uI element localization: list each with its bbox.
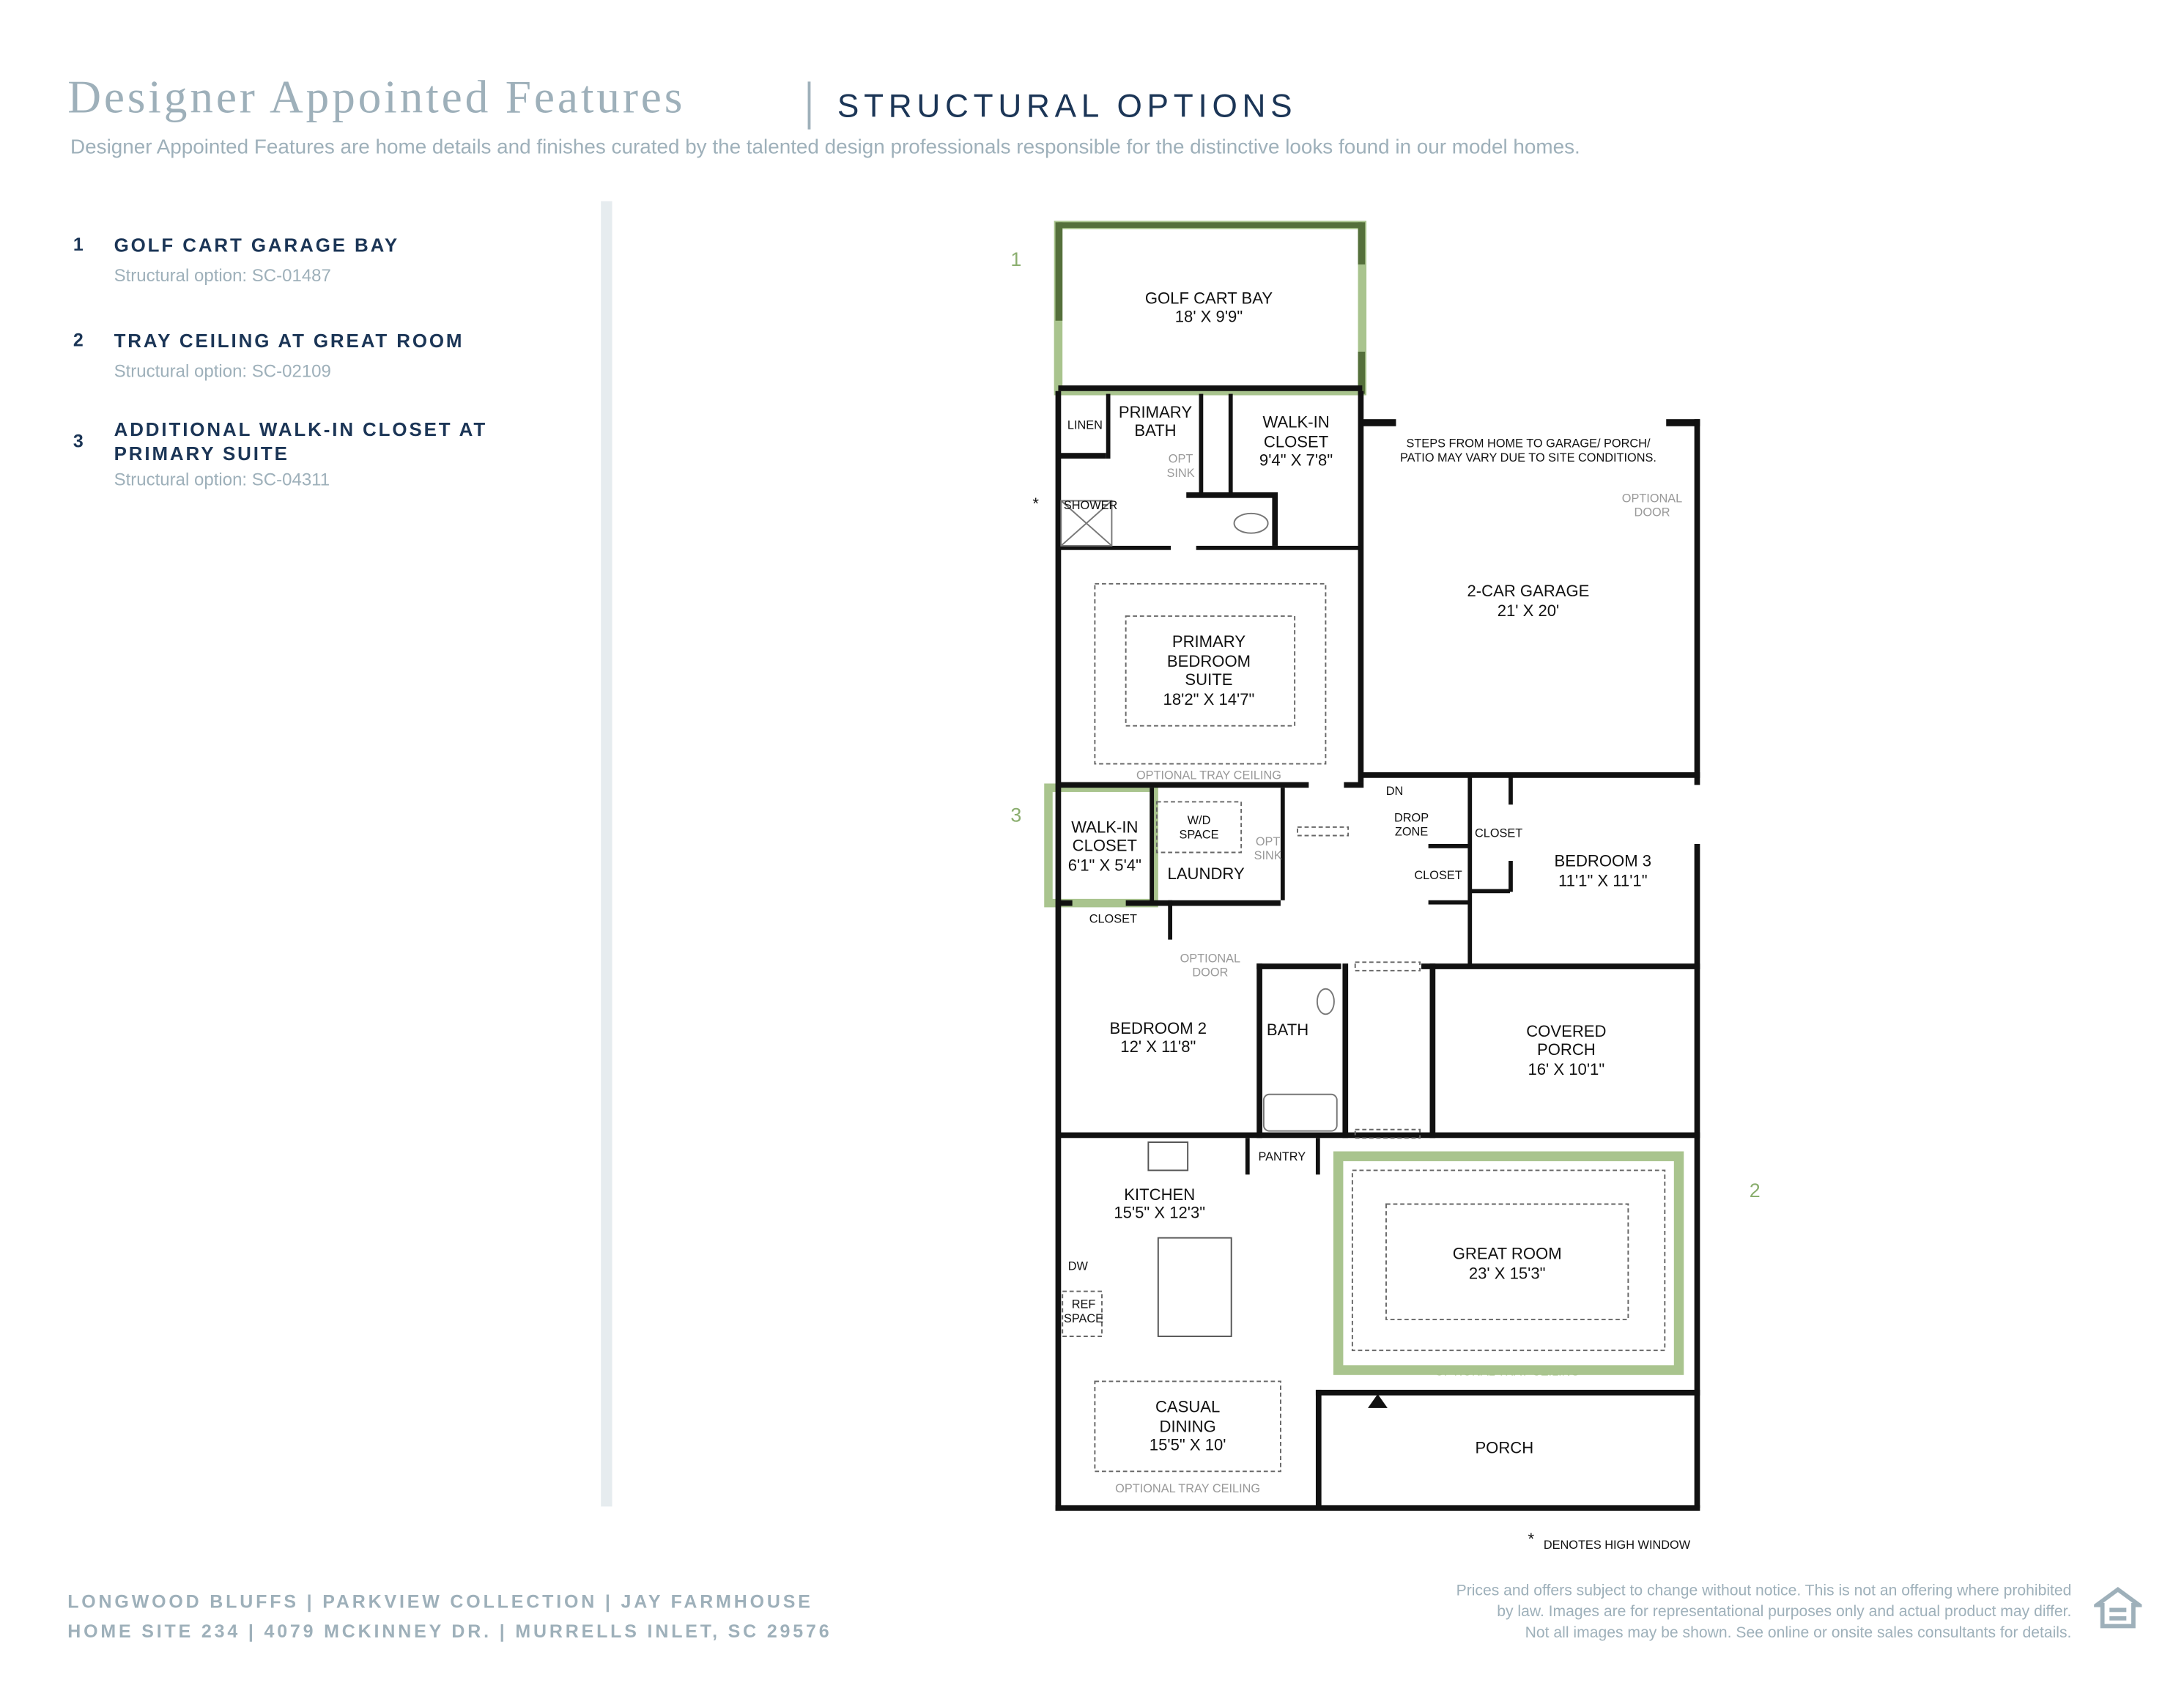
entry-arrow-icon (1368, 1393, 1388, 1408)
option-number: 2 (73, 329, 84, 351)
room-label: BATH (1267, 1021, 1308, 1039)
room-label: SINK (1167, 467, 1195, 480)
room-dimensions: 21' X 20' (1498, 601, 1560, 620)
room-label: 2-CAR GARAGE (1467, 582, 1590, 600)
tray-ceiling-label: OPTIONAL TRAY CEILING (1115, 1482, 1260, 1495)
room-label: DOOR (1192, 966, 1228, 979)
room-label: COVERED (1526, 1022, 1606, 1040)
room-dimensions: 18'2" X 14'7" (1163, 690, 1255, 708)
room-dimensions: 12' X 11'8" (1120, 1037, 1196, 1056)
option-marker-2: 2 (1750, 1180, 1761, 1202)
room-label: DOOR (1635, 506, 1670, 519)
room-label: SUITE (1185, 670, 1232, 689)
site-note: PATIO MAY VARY DUE TO SITE CONDITIONS. (1400, 451, 1656, 464)
bathtub-icon (1262, 1093, 1338, 1132)
room-label: SPACE (1179, 828, 1218, 841)
page-title: Designer Appointed Features (67, 73, 686, 124)
toilet-icon (1233, 512, 1269, 534)
appliance-label: REF (1072, 1298, 1096, 1311)
room-labels: GOLF CART BAY 18' X 9'9" PRIMARY BATH LI… (1010, 248, 1760, 1552)
equal-housing-logo-icon (2090, 1587, 2146, 1637)
room-label: SHOWER (1064, 499, 1118, 512)
address-line: HOME SITE 234 | 4079 MCKINNEY DR. | MURR… (67, 1620, 832, 1642)
cooktop (1147, 1141, 1189, 1171)
room-dimensions: 9'4" X 7'8" (1259, 451, 1333, 470)
kitchen-island (1157, 1237, 1232, 1337)
room-label: CLOSET (1475, 826, 1522, 840)
room-label: BEDROOM 3 (1555, 852, 1652, 870)
page-subtitle: STRUCTURAL OPTIONS (837, 87, 1298, 124)
room-label: OPT (1169, 453, 1193, 466)
divider-bar (601, 201, 612, 1507)
room-label: LAUNDRY (1168, 865, 1245, 883)
option-number: 3 (73, 430, 84, 452)
room-label: GOLF CART BAY (1145, 289, 1273, 308)
page-description: Designer Appointed Features are home det… (70, 136, 1580, 159)
room-label: CLOSET (1414, 869, 1462, 882)
room-label: GREAT ROOM (1453, 1244, 1562, 1262)
room-label: OPTIONAL (1622, 492, 1683, 505)
appliance-label: SPACE (1064, 1312, 1103, 1325)
shower-icon (1060, 500, 1113, 547)
room-label: BEDROOM 2 (1110, 1019, 1207, 1037)
option-name: TRAY CEILING AT GREAT ROOM (114, 330, 464, 352)
option-code: Structural option: SC-02109 (114, 361, 331, 382)
room-dimensions: 16' X 10'1" (1528, 1060, 1605, 1078)
room-dimensions: 23' X 15'3" (1469, 1264, 1546, 1282)
option-name: ADDITIONAL WALK-IN CLOSET AT PRIMARY SUI… (114, 419, 488, 464)
room-label: DINING (1160, 1418, 1216, 1436)
room-label: OPTIONAL (1180, 952, 1241, 965)
room-label: LINEN (1067, 419, 1103, 432)
room-label: ZONE (1395, 825, 1428, 838)
room-label: DROP (1394, 811, 1429, 824)
option-code: Structural option: SC-01487 (114, 265, 331, 286)
great-room-highlight (1333, 1151, 1684, 1375)
room-label: WALK-IN (1262, 413, 1329, 432)
room-label: PORCH (1475, 1438, 1533, 1456)
room-label: CLOSET (1073, 837, 1137, 855)
option-marker-3: 3 (1010, 804, 1021, 826)
room-label: KITCHEN (1124, 1185, 1195, 1204)
room-label: OPT (1256, 835, 1281, 848)
toilet-icon (1316, 988, 1335, 1015)
appliance-label: DW (1068, 1260, 1089, 1273)
room-label: BEDROOM (1167, 652, 1251, 670)
room-label: SINK (1254, 849, 1282, 862)
tray-ceiling-label: OPTIONAL TRAY CEILING (1136, 769, 1281, 782)
room-label: CASUAL (1155, 1398, 1220, 1416)
high-window-marker: * (1032, 495, 1039, 513)
title-divider (807, 81, 811, 130)
room-label: PORCH (1537, 1040, 1596, 1059)
option-number: 1 (73, 233, 84, 255)
room-label: PRIMARY (1172, 632, 1245, 651)
legal-line: Prices and offers subject to change with… (1456, 1582, 2072, 1600)
community-line: LONGWOOD BLUFFS | PARKVIEW COLLECTION | … (67, 1591, 813, 1613)
option-marker-1: 1 (1010, 248, 1021, 270)
option-name: GOLF CART GARAGE BAY (114, 234, 400, 256)
room-label: CLOSET (1089, 913, 1137, 926)
tray-ceiling-label: OPTIONAL TRAY CEILING (1435, 1366, 1580, 1379)
legal-line: by law. Images are for representational … (1497, 1603, 2072, 1621)
room-label: PANTRY (1259, 1150, 1306, 1163)
room-dimensions: 15'5" X 12'3" (1114, 1204, 1205, 1222)
site-note: STEPS FROM HOME TO GARAGE/ PORCH/ (1406, 437, 1650, 451)
room-dimensions: 11'1" X 11'1" (1558, 872, 1648, 890)
legal-disclaimer: Prices and offers subject to change with… (1340, 1581, 2072, 1644)
room-label: BATH (1134, 421, 1176, 440)
room-label: W/D (1188, 814, 1211, 827)
legal-line: Not all images may be shown. See online … (1525, 1624, 2072, 1642)
walls (1055, 390, 1700, 1511)
plan-note: DENOTES HIGH WINDOW (1544, 1539, 1691, 1552)
high-window-marker: * (1528, 1530, 1535, 1548)
room-label: PRIMARY (1119, 403, 1192, 421)
room-label: WALK-IN (1071, 818, 1138, 837)
room-dimensions: 15'5" X 10' (1150, 1436, 1226, 1454)
room-dimensions: 6'1" X 5'4" (1068, 856, 1141, 874)
room-dimensions: 18' X 9'9" (1175, 308, 1243, 326)
room-label: CLOSET (1264, 433, 1328, 451)
stairs-label: DN (1386, 785, 1404, 798)
option-code: Structural option: SC-04311 (114, 470, 330, 490)
